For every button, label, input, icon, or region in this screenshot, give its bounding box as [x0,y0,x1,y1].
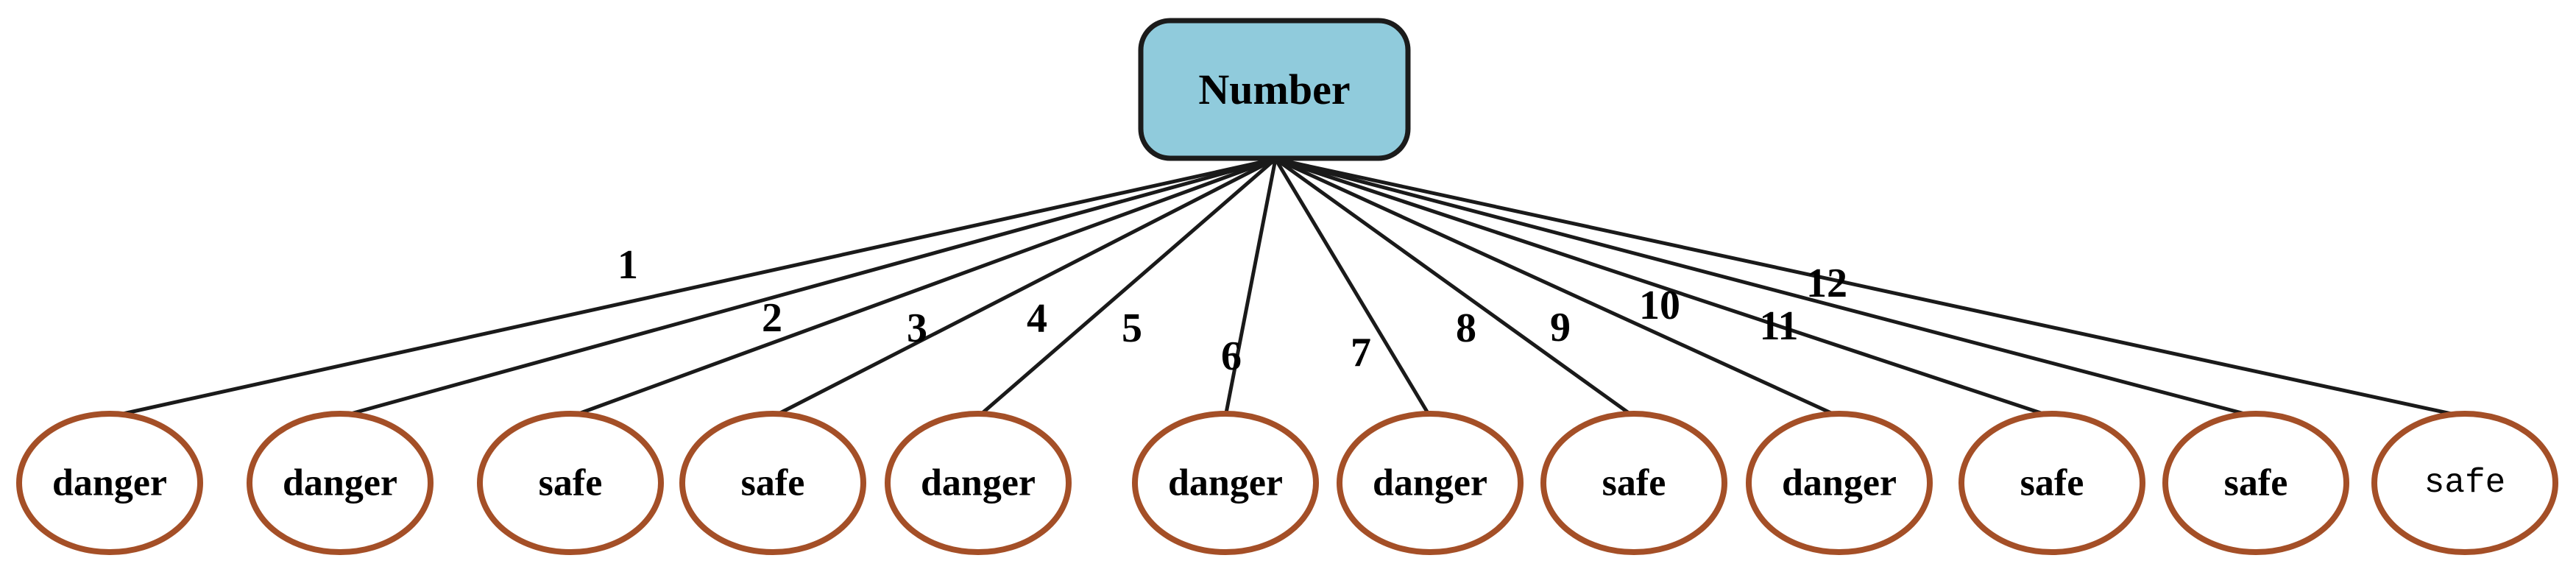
edge-label-1: 1 [618,242,638,288]
edge-line-11 [1273,157,2258,419]
edge-line-4 [771,157,1278,419]
edge-line-1 [107,157,1278,419]
leaf-label-1-danger: danger [52,462,167,504]
leaf-label-11-safe: safe [2224,462,2288,504]
edge-label-7: 7 [1351,330,1371,375]
leaf-ellipse-1 [16,411,203,555]
leaf-label-6-danger: danger [1168,462,1283,504]
leaf-ellipse-3 [477,411,664,555]
edge-label-11: 11 [1760,303,1799,349]
leaf-label-8-safe: safe [1602,462,1666,504]
leaf-ellipse-12 [2371,411,2558,555]
edge-label-9: 9 [1550,305,1571,350]
edge-label-10: 10 [1639,283,1680,328]
leaf-ellipse-8 [1540,411,1727,555]
edge-label-5: 5 [1122,306,1142,351]
leaf-label-9-danger: danger [1782,462,1897,504]
edge-line-3 [568,157,1278,419]
leaf-ellipse-2 [247,411,434,555]
leaf-ellipse-5 [885,411,1072,555]
edge-line-7 [1273,157,1432,419]
edge-line-2 [338,157,1278,419]
edge-line-9 [1273,157,1841,419]
edge-label-4: 4 [1027,296,1047,342]
edge-line-12 [1273,157,2467,419]
leaf-label-2-danger: danger [283,462,397,504]
edge-line-5 [976,157,1278,419]
edge-label-3: 3 [907,306,927,351]
leaf-label-12-safe: safe [2424,464,2505,502]
leaf-label-4-safe: safe [741,462,805,504]
leaf-ellipse-11 [2162,411,2349,555]
edge-label-8: 8 [1456,306,1476,351]
leaf-ellipse-10 [1958,411,2145,555]
leaf-ellipse-4 [679,411,866,555]
leaf-ellipse-9 [1746,411,1933,555]
leaf-ellipse-7 [1337,411,1524,555]
edge-label-2: 2 [762,295,782,341]
root-node-label: Number [1198,66,1350,113]
edge-line-6 [1223,157,1278,419]
root-node [1138,18,1411,161]
edge-line-8 [1273,157,1636,419]
leaf-label-5-danger: danger [921,462,1036,504]
leaf-label-7-danger: danger [1373,462,1487,504]
leaf-label-3-safe: safe [539,462,603,504]
edge-line-10 [1273,157,2054,419]
edge-label-12: 12 [1806,261,1847,306]
edge-label-6: 6 [1221,333,1242,379]
leaf-ellipse-6 [1132,411,1319,555]
leaf-label-10-safe: safe [2020,462,2084,504]
